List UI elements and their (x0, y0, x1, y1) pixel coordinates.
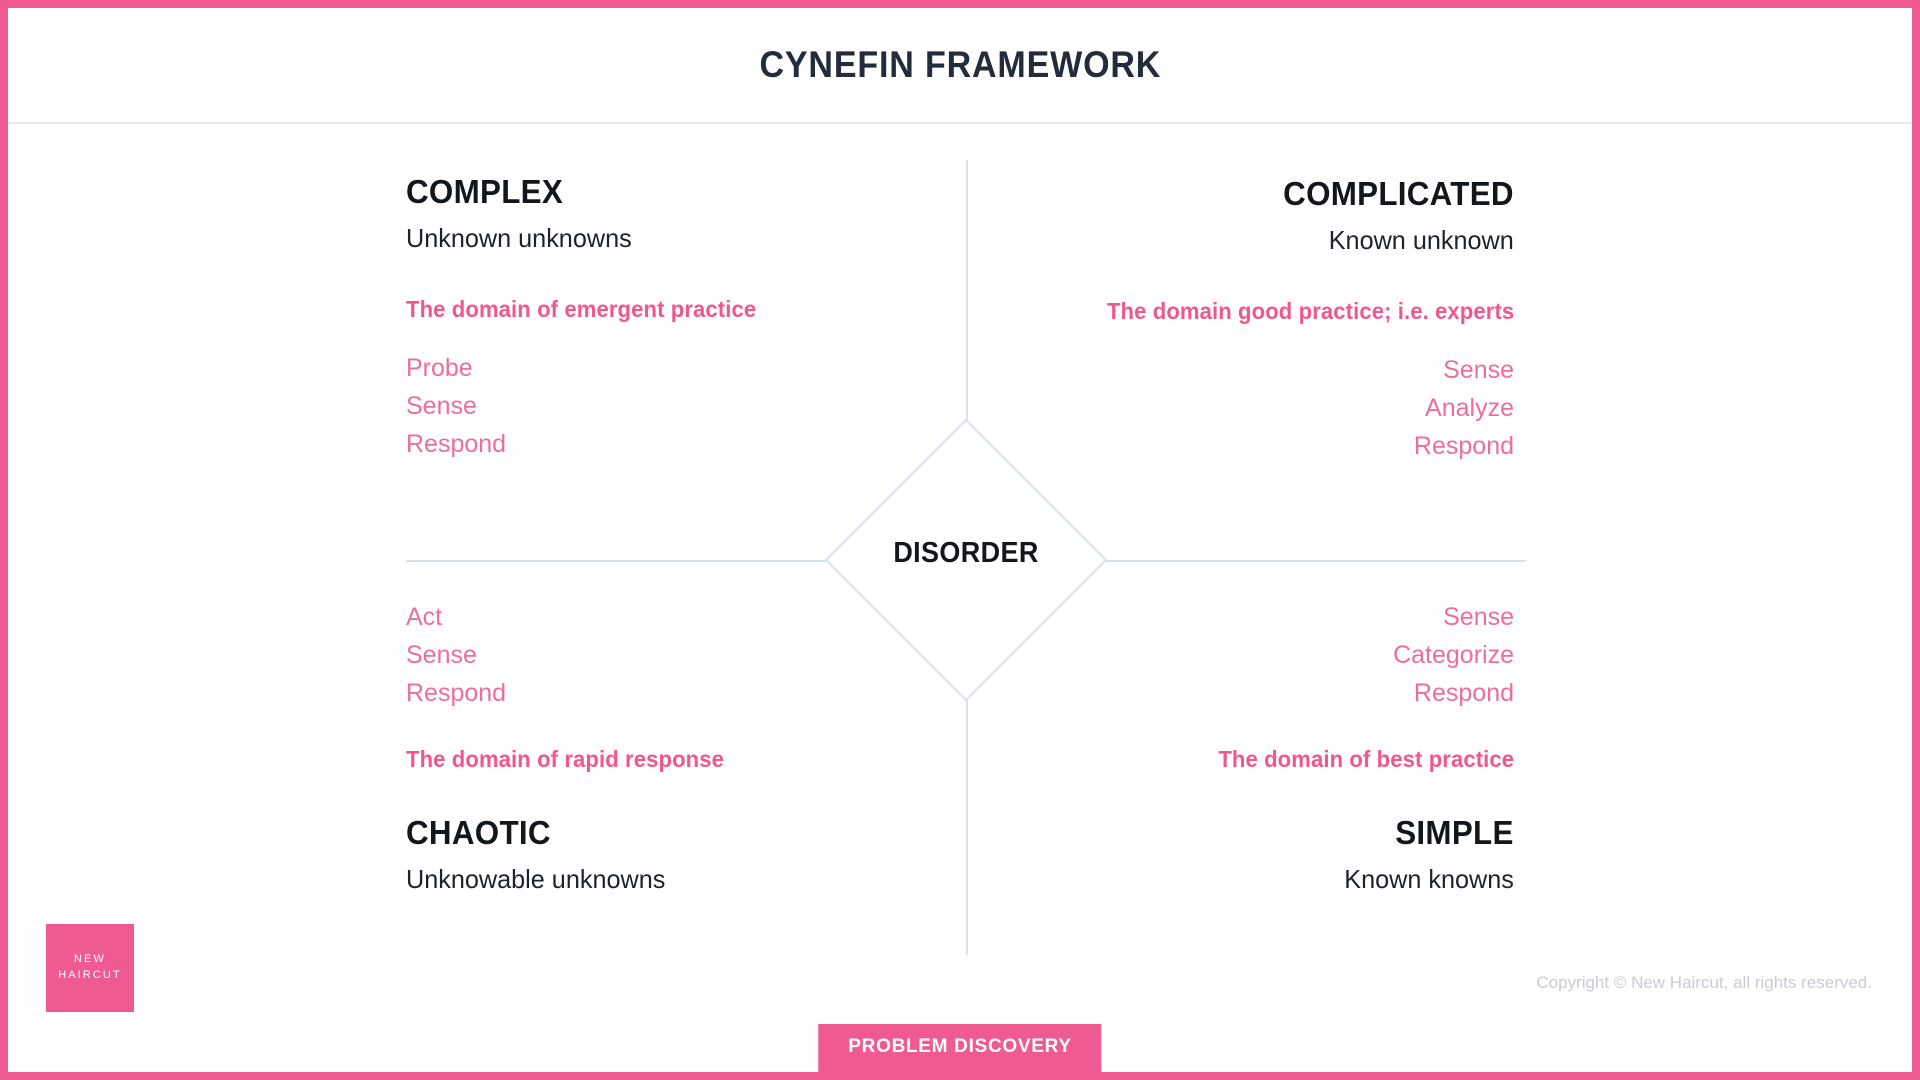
chaotic-tagline: The domain of rapid response (406, 746, 724, 772)
quadrant-simple: Sense Categorize Respond The domain of b… (1044, 598, 1514, 893)
list-item: Respond (406, 679, 507, 707)
quadrant-complex: COMPLEX Unknown unknowns The domain of e… (406, 174, 876, 463)
logo-line-1: NEW (74, 953, 106, 966)
chaotic-subtitle: Unknowable unknowns (406, 863, 666, 894)
complex-action-list: Probe Sense Respond (406, 349, 506, 463)
list-item: Respond (1413, 432, 1514, 461)
complicated-tagline: The domain good practice; i.e. experts (1106, 298, 1514, 325)
complex-subtitle: Unknown unknowns (406, 222, 632, 253)
complicated-subtitle: Known unknown (1328, 224, 1514, 255)
list-item: Respond (406, 430, 507, 459)
complex-tagline: The domain of emergent practice (406, 296, 757, 323)
quadrant-complicated: COMPLICATED Known unknown The domain goo… (1044, 176, 1514, 465)
simple-action-list: Sense Categorize Respond (1393, 598, 1514, 712)
list-item: Sense (1443, 356, 1514, 385)
list-item: Respond (1413, 679, 1514, 707)
simple-heading: SIMPLE (1395, 814, 1514, 851)
slide-header: CYNEFIN FRAMEWORK (8, 8, 1912, 124)
list-item: Sense (406, 641, 477, 669)
complex-heading: COMPLEX (406, 173, 564, 210)
copyright-text: Copyright © New Haircut, all rights rese… (1536, 973, 1872, 992)
list-item: Sense (1443, 603, 1514, 631)
complicated-action-list: Sense Analyze Respond (1414, 351, 1514, 465)
problem-discovery-tab[interactable]: PROBLEM DISCOVERY (818, 1024, 1102, 1072)
list-item: Probe (406, 354, 473, 383)
complicated-heading: COMPLICATED (1283, 175, 1514, 212)
page-title: CYNEFIN FRAMEWORK (759, 44, 1161, 85)
list-item: Categorize (1393, 641, 1514, 669)
new-haircut-logo: NEW HAIRCUT (46, 924, 134, 1012)
list-item: Act (406, 603, 443, 631)
simple-tagline: The domain of best practice (1218, 746, 1514, 772)
logo-line-2: HAIRCUT (58, 969, 122, 981)
simple-subtitle: Known knowns (1344, 863, 1514, 894)
disorder-label: DISORDER (893, 537, 1039, 569)
chaotic-heading: CHAOTIC (406, 814, 551, 851)
quadrant-chaotic: Act Sense Respond The domain of rapid re… (406, 598, 876, 893)
list-item: Sense (406, 392, 477, 421)
list-item: Analyze (1425, 394, 1514, 423)
chaotic-action-list: Act Sense Respond (406, 598, 506, 712)
